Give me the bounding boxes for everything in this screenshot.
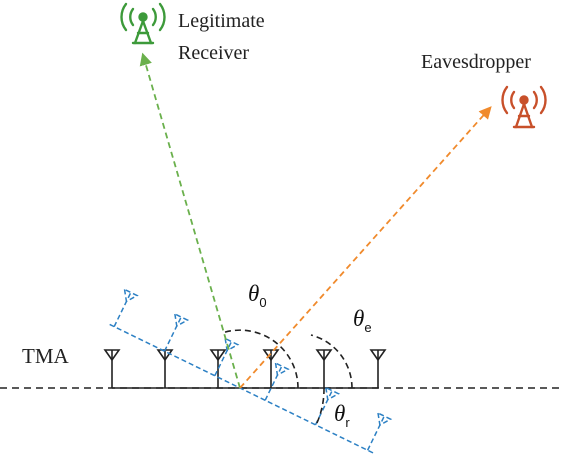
tma-element-2 — [156, 349, 174, 388]
thetar-arc — [315, 387, 325, 426]
tma-array — [103, 349, 387, 389]
eaves-signal-ray — [239, 106, 492, 389]
tma-element-3 — [209, 349, 227, 388]
legit-signal-ray — [139, 52, 241, 389]
rotated-element-3 — [214, 337, 240, 377]
rotated-array — [109, 288, 393, 455]
thetar-label: θr — [334, 401, 350, 430]
thetae-label: θe — [353, 306, 372, 335]
theta0-label: θ0 — [248, 281, 267, 310]
tma-element-5 — [315, 349, 333, 388]
legit-receiver-antenna-icon — [120, 2, 166, 45]
legit-receiver-label-line2: Receiver — [178, 42, 249, 64]
eavesdropper-label: Eavesdropper — [421, 51, 531, 73]
tma-element-6 — [369, 349, 387, 388]
rotated-element-6 — [366, 411, 393, 451]
eavesdropper-antenna-icon — [501, 85, 547, 129]
tma-element-4 — [262, 349, 280, 388]
tma-element-1 — [103, 349, 121, 388]
theta0-arc — [221, 329, 299, 389]
rotated-element-5 — [314, 386, 341, 426]
tma-label: TMA — [22, 344, 70, 368]
rotated-element-1 — [113, 288, 139, 327]
thetae-arc — [310, 334, 353, 389]
rotated-element-4 — [264, 361, 290, 401]
rotated-element-2 — [163, 312, 190, 352]
legit-receiver-label-line1: Legitimate — [178, 10, 265, 32]
